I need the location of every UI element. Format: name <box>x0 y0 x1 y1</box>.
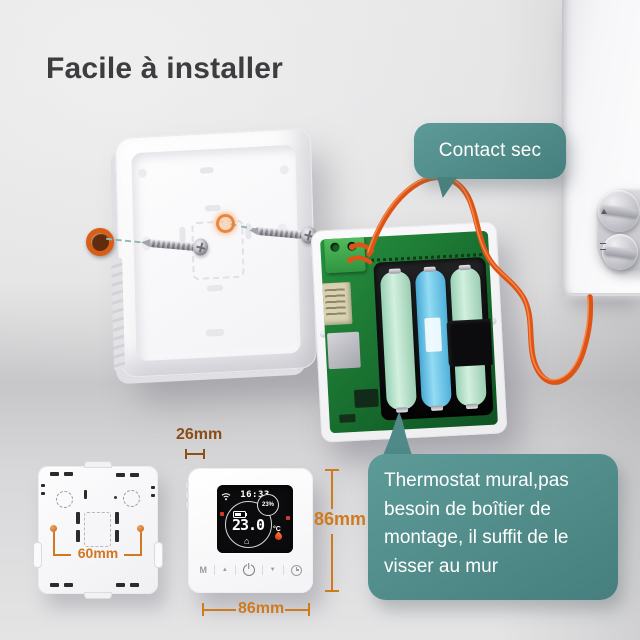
mount-hole-marker <box>56 491 73 508</box>
wall-mount-text: Thermostat mural,pas besoin de boîtier d… <box>384 470 569 577</box>
dry-contact-callout: Contact sec <box>414 123 566 179</box>
battery-aa <box>414 269 452 409</box>
display-time: 16:33 <box>240 490 270 500</box>
relay <box>320 282 353 326</box>
temperature-ring <box>225 501 272 548</box>
screw-hole-left <box>50 525 57 532</box>
mounting-box <box>111 127 318 379</box>
dimension-height: 86mm <box>314 509 367 529</box>
power-button[interactable] <box>242 564 255 576</box>
thermostat-open-back <box>310 221 508 443</box>
home-icon: ⌂ <box>244 536 250 546</box>
heating-flame-icon <box>273 531 284 542</box>
thermostat-front: 16:33 23% 23.0 °C ⌂ M ▲ ▼ <box>186 468 313 593</box>
temperature-unit: °C <box>273 526 281 533</box>
down-button[interactable]: ▼ <box>269 567 276 573</box>
timer-button[interactable] <box>290 564 302 576</box>
dimension-depth: 26mm <box>176 426 223 443</box>
mount-hole-marker <box>123 490 140 507</box>
page-title: Facile à installer <box>46 52 284 85</box>
status-icon-left <box>220 512 224 516</box>
screw-hole-highlight <box>216 214 235 233</box>
status-icon-right <box>286 516 290 520</box>
humidity-readout: 23% <box>257 494 279 516</box>
dimension-width: 86mm <box>238 600 285 617</box>
wiring-terminal <box>323 235 366 274</box>
emi-shield <box>326 331 361 370</box>
thermostat-back-plate: 60mm <box>33 461 163 599</box>
boiler-mode-mark <box>601 209 607 214</box>
boiler-knob-bottom <box>602 234 638 270</box>
wall-anchor <box>86 228 114 256</box>
mounting-box-side-fins <box>111 256 125 372</box>
dimension-hole-spacing: 60mm <box>77 545 119 561</box>
boiler-heat-mark <box>600 243 606 250</box>
thermostat-buttons: M ▲ ▼ <box>196 564 305 576</box>
sensor-window <box>84 512 111 547</box>
thermostat-screen: 16:33 23% 23.0 °C ⌂ <box>217 485 293 553</box>
up-button[interactable]: ▲ <box>221 567 228 573</box>
mode-button[interactable]: M <box>199 565 207 575</box>
dry-contact-label: Contact sec <box>438 140 542 161</box>
battery-aa <box>379 270 418 411</box>
battery-holder <box>373 256 494 421</box>
wifi-icon <box>221 488 231 506</box>
battery-icon <box>233 511 248 518</box>
circuit-board <box>320 230 498 434</box>
temperature-readout: 23.0 <box>231 516 265 534</box>
wall-mount-callout: Thermostat mural,pas besoin de boîtier d… <box>368 454 618 600</box>
screw-hole-right <box>137 525 144 532</box>
